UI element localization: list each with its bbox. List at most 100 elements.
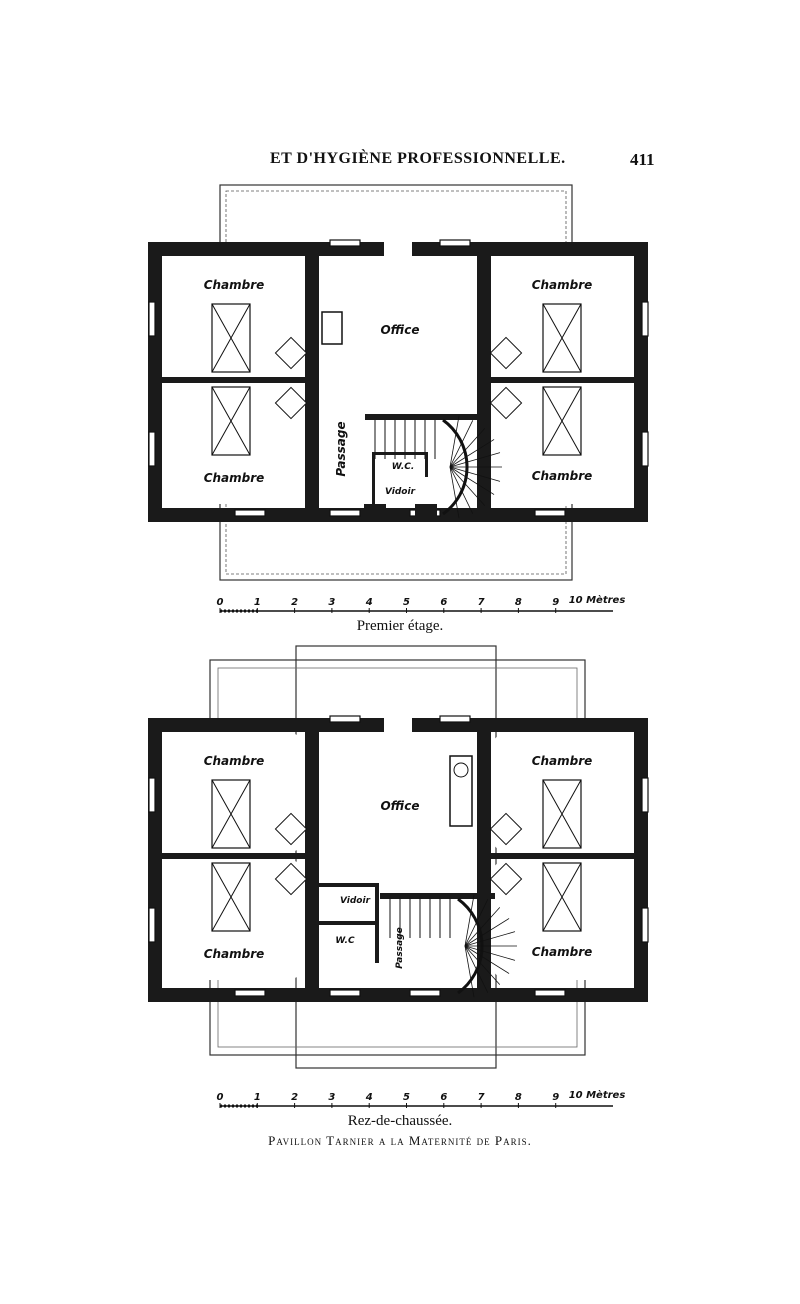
window [641,301,649,337]
room-divider-right [491,377,636,383]
window [439,715,471,723]
stair-step [449,466,486,506]
scale-tick-label: 5 [403,597,410,608]
window [641,431,649,467]
window [641,777,649,813]
stair-step [464,894,475,947]
stair-step [464,945,501,985]
room-label-chambre: Chambre [204,754,265,768]
wall-pier [364,504,386,522]
bed-cross [211,779,251,849]
door [489,812,523,846]
room-label-chambre: Chambre [532,754,593,768]
stair-step [449,466,474,514]
partition-left [305,242,319,522]
room-label-office: Office [380,799,419,813]
scale-tick-label: 8 [515,1092,522,1103]
bed-cross [211,303,251,373]
upper-floor-plan: W.C.VidoirPassageChambreChambreChambreCh… [148,184,649,613]
outer-wall-right [634,242,648,522]
outer-wall-bottom [148,988,648,1002]
stair-step [464,945,516,961]
stair-wall [365,414,480,420]
stair-step [464,907,501,947]
room-divider-left [160,853,305,859]
stair-step [464,945,489,993]
room-label-chambre: Chambre [204,278,265,292]
outer-wall-bottom [148,508,648,522]
running-header: ET D'HYGIÈNE PROFESSIONNELLE. [270,150,566,167]
stair-step [449,428,486,468]
bed-cross [542,779,582,849]
room-divider-right [491,853,636,859]
scale-tick-label: 9 [552,597,559,608]
stair-step [464,931,516,947]
stair-step [464,945,475,998]
room-label-vidoir: Vidoir [340,896,371,906]
window [439,239,471,247]
door [274,336,308,370]
page-number: 411 [630,150,655,169]
window [329,989,361,997]
scale-tick-label: 4 [365,1092,373,1103]
scale-tick-label: 4 [365,597,373,608]
bed-cross [211,862,251,932]
window [148,431,156,467]
window [534,509,566,517]
door [274,386,308,420]
stair-step [449,415,460,468]
scale-tick-label: 9 [552,1092,559,1103]
scale-end-label: 10 Mètres [569,594,626,606]
room-label-passage: Passage [334,421,348,476]
window [234,509,266,517]
window [329,715,361,723]
window [148,907,156,943]
partition-left [305,718,319,1002]
outer-wall-left [148,718,162,1002]
stair-step [449,466,495,495]
door [489,386,523,420]
scale-tick-label: 0 [217,597,224,608]
door-gap [384,241,412,257]
scale-tick-label: 1 [254,1092,261,1103]
scale-tick-label: 6 [440,1092,447,1103]
scale-tick-label: 7 [478,597,485,608]
wc-wall [319,883,379,887]
room-label-chambre: Chambre [204,471,265,485]
outer-wall-left [148,242,162,522]
bed-cross [542,862,582,932]
stair-step [449,439,495,468]
wc-wall [319,921,379,925]
stove-ring [453,762,469,778]
outer-wall-right [634,718,648,1002]
scale-tick-label: 1 [254,597,261,608]
window [329,509,361,517]
stair-step [449,466,501,482]
room-label-chambre: Chambre [532,469,593,483]
wc-wall [372,452,427,455]
window [409,989,441,997]
scale-tick-label: 3 [328,1092,335,1103]
scale-tick-label: 7 [478,1092,485,1103]
scale-tick-label: 5 [403,1092,410,1103]
sink [321,311,343,345]
figure-caption: Pavillon Tarnier a la Maternité de Paris… [268,1133,532,1148]
stair-step [464,945,510,974]
window [234,989,266,997]
room-label-chambre: Chambre [204,947,265,961]
wc-wall [372,452,375,512]
door [274,812,308,846]
stair-step [464,899,489,947]
room-label-office: Office [380,323,419,337]
upper-plan-caption: Premier étage. [356,618,444,634]
window [641,907,649,943]
room-label-passage: Passage [395,927,405,968]
stair-step [449,466,460,519]
stair-step [464,918,510,947]
bed-cross [542,386,582,456]
wc-wall [425,452,428,477]
scale-tick-label: 8 [515,597,522,608]
